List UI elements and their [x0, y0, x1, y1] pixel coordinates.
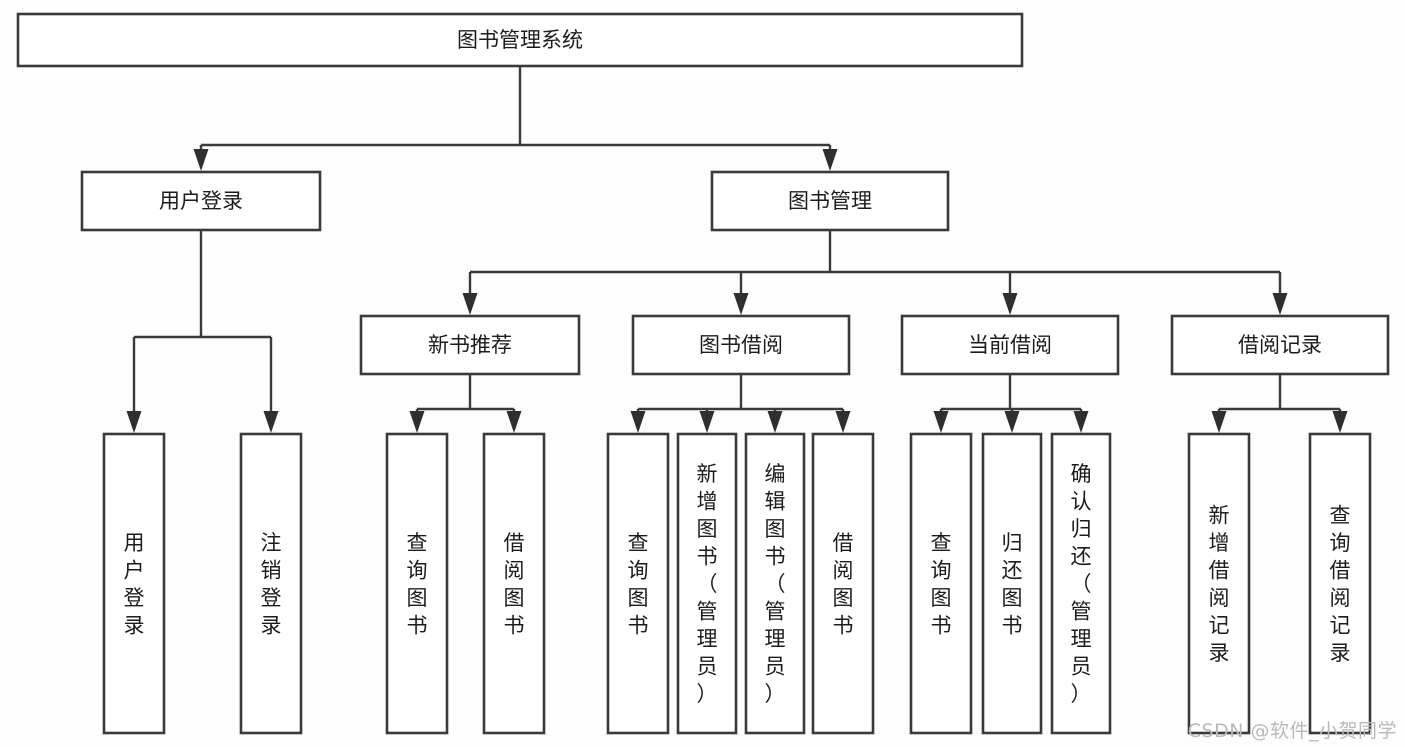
connector-group	[933, 374, 1089, 433]
arrow-head-icon	[193, 149, 209, 171]
node-box[interactable]	[385, 432, 449, 735]
arrow-head-icon	[835, 411, 851, 433]
node-label: 查询图书	[628, 531, 649, 638]
node-layer: 图书管理系统用户登录图书管理新书推荐图书借阅当前借阅借阅记录用户登录注销登录查询…	[16, 12, 1390, 735]
node-box[interactable]	[909, 432, 973, 735]
node-label: 图书借阅	[699, 333, 783, 357]
node-record[interactable]: 借阅记录	[1170, 314, 1390, 376]
node-label: 图书管理系统	[457, 28, 583, 52]
node-leaf-borrow-edit[interactable]: 编辑图书（管理员）	[744, 432, 806, 735]
node-label: 借阅记录	[1238, 333, 1322, 357]
arrow-head-icon	[1272, 293, 1288, 315]
node-box[interactable]	[80, 170, 322, 232]
connector-group	[126, 230, 279, 433]
node-leaf-borrow-add[interactable]: 新增图书（管理员）	[676, 432, 738, 735]
node-box[interactable]	[606, 432, 670, 735]
node-box[interactable]	[744, 432, 806, 735]
arrow-head-icon	[1073, 411, 1089, 433]
node-label: 新增图书（管理员）	[697, 462, 718, 706]
node-label: 用户登录	[124, 531, 145, 638]
node-leaf-newbook-borrow[interactable]: 借阅图书	[482, 432, 546, 735]
node-label: 图书管理	[788, 189, 872, 213]
node-box[interactable]	[1050, 432, 1112, 735]
node-box[interactable]	[1187, 432, 1251, 735]
node-leaf-user-logout[interactable]: 注销登录	[239, 432, 303, 735]
node-label: 借阅图书	[833, 531, 854, 638]
node-label: 注销登录	[261, 531, 282, 638]
node-box[interactable]	[710, 170, 950, 232]
node-root[interactable]: 图书管理系统	[16, 12, 1024, 68]
node-leaf-borrow-query[interactable]: 查询图书	[606, 432, 670, 735]
arrow-head-icon	[263, 411, 279, 433]
node-login[interactable]: 用户登录	[80, 170, 322, 232]
node-label: 归还图书	[1002, 531, 1023, 638]
node-box[interactable]	[900, 314, 1120, 376]
connector-layer	[126, 66, 1348, 433]
connector-group	[462, 230, 1288, 315]
node-label: 查询借阅记录	[1330, 503, 1351, 665]
node-box[interactable]	[102, 432, 166, 735]
connector-group	[409, 374, 522, 433]
node-label: 新增借阅记录	[1209, 503, 1230, 665]
node-box[interactable]	[676, 432, 738, 735]
node-label: 确认归还（管理员）	[1071, 462, 1092, 706]
arrow-head-icon	[699, 411, 715, 433]
node-box[interactable]	[239, 432, 303, 735]
node-newbook[interactable]: 新书推荐	[359, 314, 581, 376]
node-leaf-current-return[interactable]: 归还图书	[981, 432, 1043, 735]
node-box[interactable]	[631, 314, 851, 376]
node-box[interactable]	[482, 432, 546, 735]
node-leaf-newbook-query[interactable]: 查询图书	[385, 432, 449, 735]
arrow-head-icon	[767, 411, 783, 433]
node-box[interactable]	[359, 314, 581, 376]
arrow-head-icon	[462, 293, 478, 315]
connector-group	[630, 374, 851, 433]
arrow-head-icon	[506, 411, 522, 433]
arrow-head-icon	[1211, 411, 1227, 433]
node-label: 当前借阅	[968, 333, 1052, 357]
node-leaf-current-query[interactable]: 查询图书	[909, 432, 973, 735]
node-borrow[interactable]: 图书借阅	[631, 314, 851, 376]
node-bookmgmt[interactable]: 图书管理	[710, 170, 950, 232]
arrow-head-icon	[126, 411, 142, 433]
node-box[interactable]	[1308, 432, 1372, 735]
watermark-label: CSDN @软件_小贺同学	[1187, 720, 1397, 742]
node-leaf-current-confirm[interactable]: 确认归还（管理员）	[1050, 432, 1112, 735]
arrow-head-icon	[1332, 411, 1348, 433]
node-label: 编辑图书（管理员）	[765, 462, 786, 706]
node-label: 新书推荐	[428, 333, 512, 357]
node-leaf-record-add[interactable]: 新增借阅记录	[1187, 432, 1251, 735]
arrow-head-icon	[733, 293, 749, 315]
node-leaf-record-query[interactable]: 查询借阅记录	[1308, 432, 1372, 735]
node-leaf-user-login[interactable]: 用户登录	[102, 432, 166, 735]
node-current[interactable]: 当前借阅	[900, 314, 1120, 376]
arrow-head-icon	[630, 411, 646, 433]
connector-group	[193, 66, 838, 171]
arrow-head-icon	[822, 149, 838, 171]
node-leaf-borrow-do[interactable]: 借阅图书	[811, 432, 875, 735]
node-label: 借阅图书	[504, 531, 525, 638]
node-label: 用户登录	[159, 189, 243, 213]
arrow-head-icon	[1004, 411, 1020, 433]
node-box[interactable]	[16, 12, 1024, 68]
arrow-head-icon	[409, 411, 425, 433]
node-box[interactable]	[811, 432, 875, 735]
node-box[interactable]	[1170, 314, 1390, 376]
node-label: 查询图书	[407, 531, 428, 638]
arrow-head-icon	[933, 411, 949, 433]
node-box[interactable]	[981, 432, 1043, 735]
connector-group	[1211, 374, 1348, 433]
arrow-head-icon	[1002, 293, 1018, 315]
node-label: 查询图书	[931, 531, 952, 638]
